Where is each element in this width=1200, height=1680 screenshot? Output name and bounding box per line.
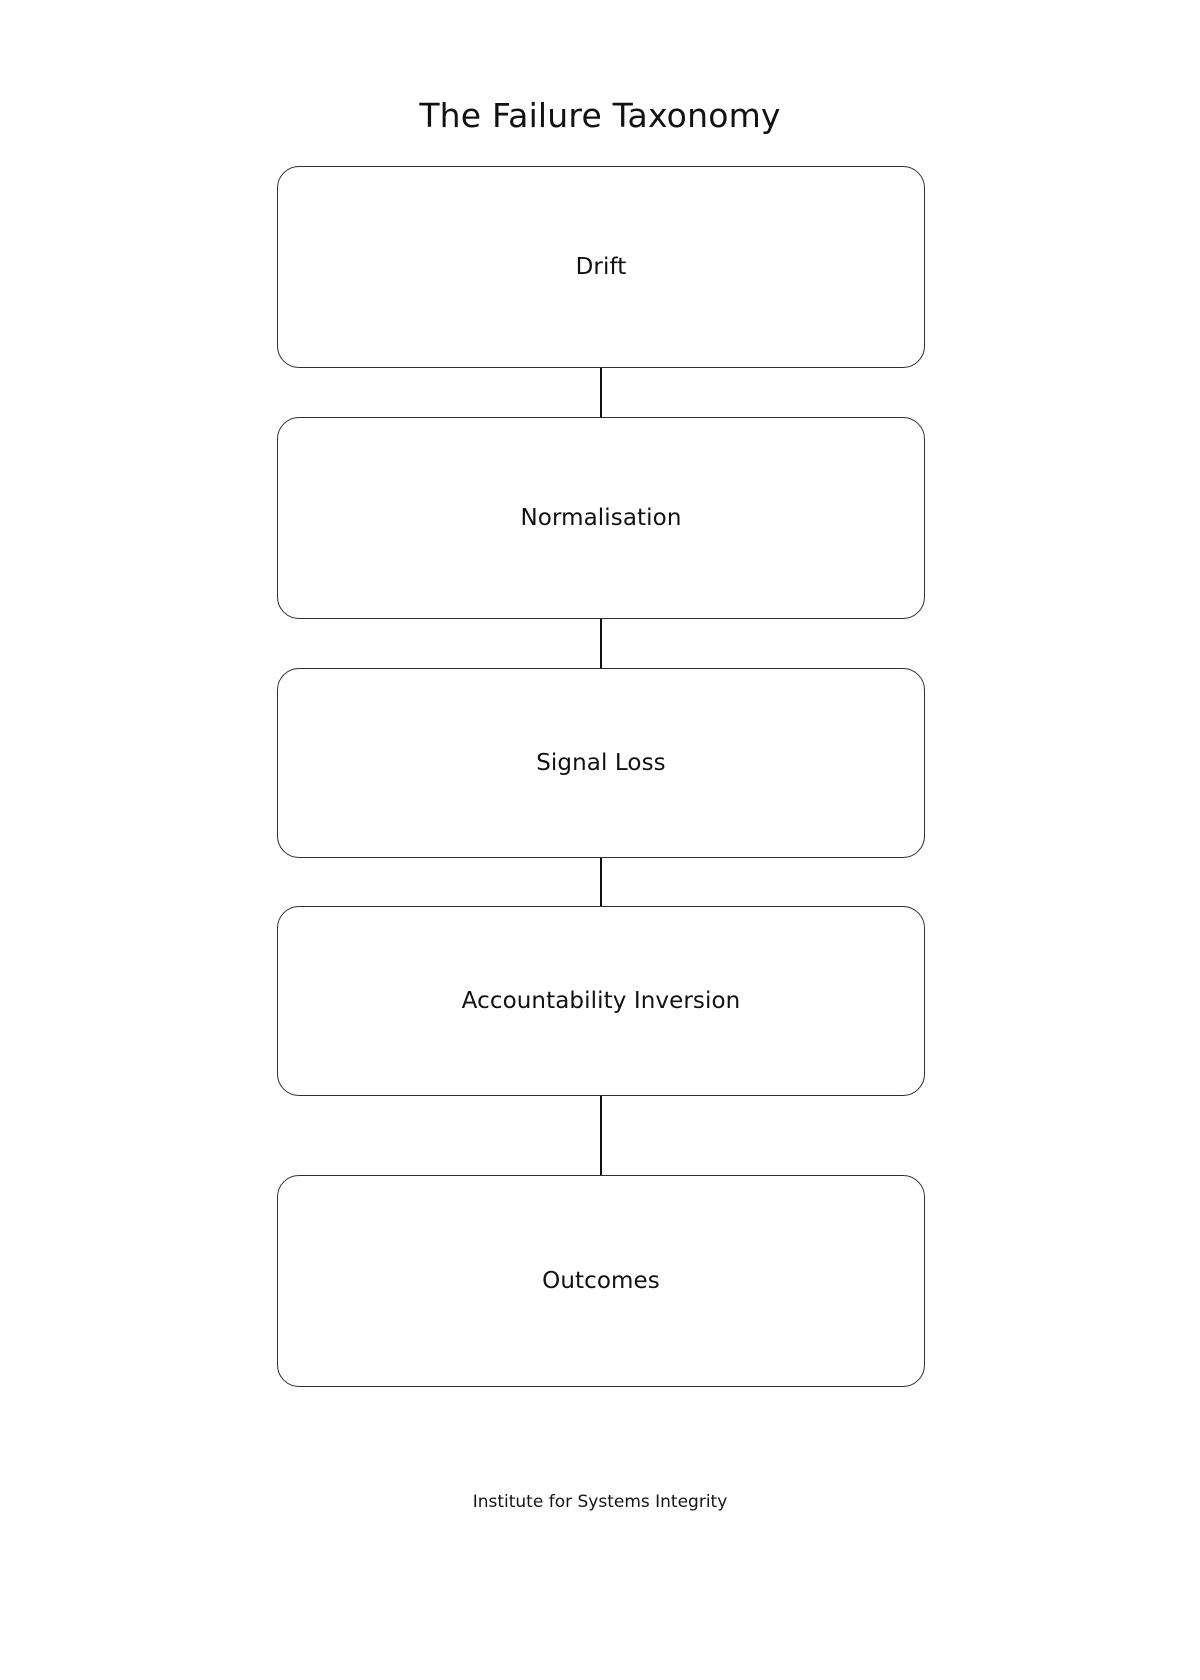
node-drift[interactable]: Drift (277, 166, 925, 368)
connector-normalisation-to-signal-loss (599, 592, 603, 720)
node-signal-loss[interactable]: Signal Loss (277, 668, 925, 858)
connector-drift-to-normalisation (599, 341, 603, 469)
node-label-accountability-inversion: Accountability Inversion (461, 988, 741, 1014)
node-label-drift: Drift (575, 254, 627, 280)
node-outcomes[interactable]: Outcomes (277, 1175, 925, 1387)
footer-caption: Institute for Systems Integrity (472, 1492, 728, 1512)
node-label-normalisation: Normalisation (520, 505, 682, 531)
connector-accountability-inversion-to-outcomes (599, 1069, 603, 1197)
node-label-signal-loss: Signal Loss (536, 750, 666, 776)
node-label-outcomes: Outcomes (542, 1268, 660, 1294)
connector-signal-loss-to-accountability-inversion (599, 831, 603, 959)
page-title: The Failure Taxonomy (419, 96, 781, 135)
node-normalisation[interactable]: Normalisation (277, 417, 925, 619)
flowchart-container: Drift Normalisation Signal Loss Accounta… (277, 166, 925, 1396)
node-accountability-inversion[interactable]: Accountability Inversion (277, 906, 925, 1096)
